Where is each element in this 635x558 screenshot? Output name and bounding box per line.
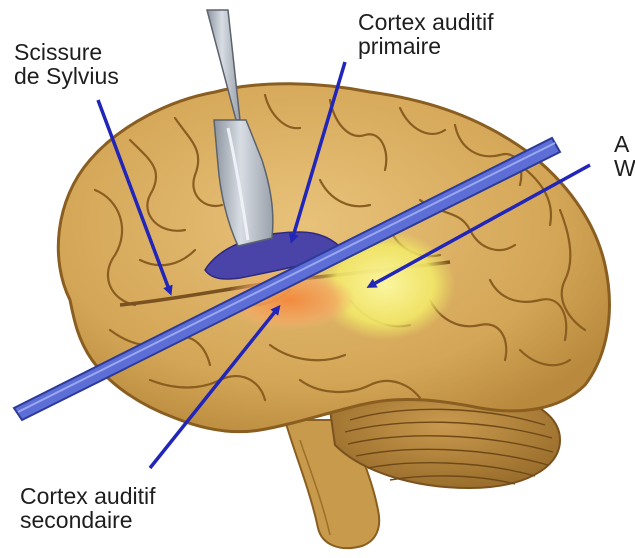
- label-wernicke-area: A W: [614, 132, 635, 180]
- label-sylvian-fissure: Scissure de Sylvius: [14, 40, 119, 88]
- label-primary-auditory-cortex: Cortex auditif primaire: [358, 10, 494, 58]
- label-secondary-auditory-cortex: Cortex auditif secondaire: [20, 484, 156, 532]
